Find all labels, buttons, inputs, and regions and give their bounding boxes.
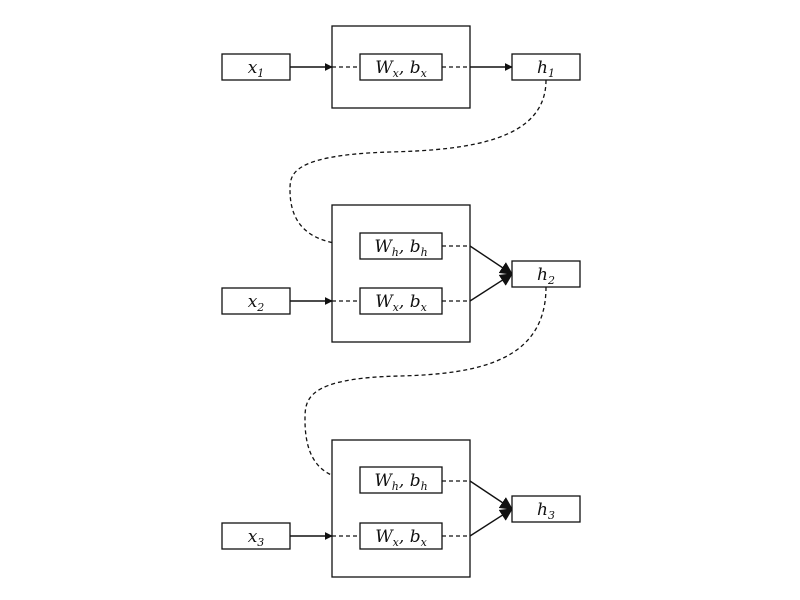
edge-wh-to-h3 bbox=[469, 480, 514, 510]
weight-node-wx-1 bbox=[359, 53, 443, 81]
cell-block-3 bbox=[331, 439, 471, 578]
cell-block-2 bbox=[331, 204, 471, 343]
step-3: Wh, bh x3 Wx, bx h3 bbox=[221, 439, 581, 578]
output-label-h1: h1 bbox=[537, 58, 555, 80]
input-node-x3 bbox=[221, 522, 291, 550]
weight-label-wh-3: Wh, bh bbox=[374, 471, 427, 493]
edge-wx-to-h3 bbox=[469, 508, 514, 537]
step-2: Wh, bh x2 Wx, bx h2 bbox=[221, 204, 581, 343]
weight-node-wh-3 bbox=[359, 466, 443, 494]
weight-label-wx-2: Wx, bx bbox=[375, 292, 427, 314]
weight-node-wx-3 bbox=[359, 522, 443, 550]
output-label-h3: h3 bbox=[537, 500, 555, 522]
output-node-h2 bbox=[511, 260, 581, 288]
output-node-h3 bbox=[511, 495, 581, 523]
weight-label-wx-3: Wx, bx bbox=[375, 527, 427, 549]
weight-label-wx-1: Wx, bx bbox=[375, 58, 427, 80]
recurrent-edge-h2 bbox=[304, 286, 547, 484]
input-label-x3: x3 bbox=[248, 527, 265, 549]
weight-node-wx-2 bbox=[359, 287, 443, 315]
edge-wx-to-h2 bbox=[469, 273, 514, 302]
input-node-x1 bbox=[221, 53, 291, 81]
weight-label-wh-2: Wh, bh bbox=[374, 237, 427, 259]
recurrent-edge-h1 bbox=[289, 79, 547, 249]
input-label-x1: x1 bbox=[248, 58, 265, 80]
step-1: x1 Wx, bx h1 bbox=[221, 25, 581, 109]
input-label-x2: x2 bbox=[248, 292, 265, 314]
output-label-h2: h2 bbox=[537, 265, 555, 287]
edge-wh-to-h2 bbox=[469, 245, 514, 275]
